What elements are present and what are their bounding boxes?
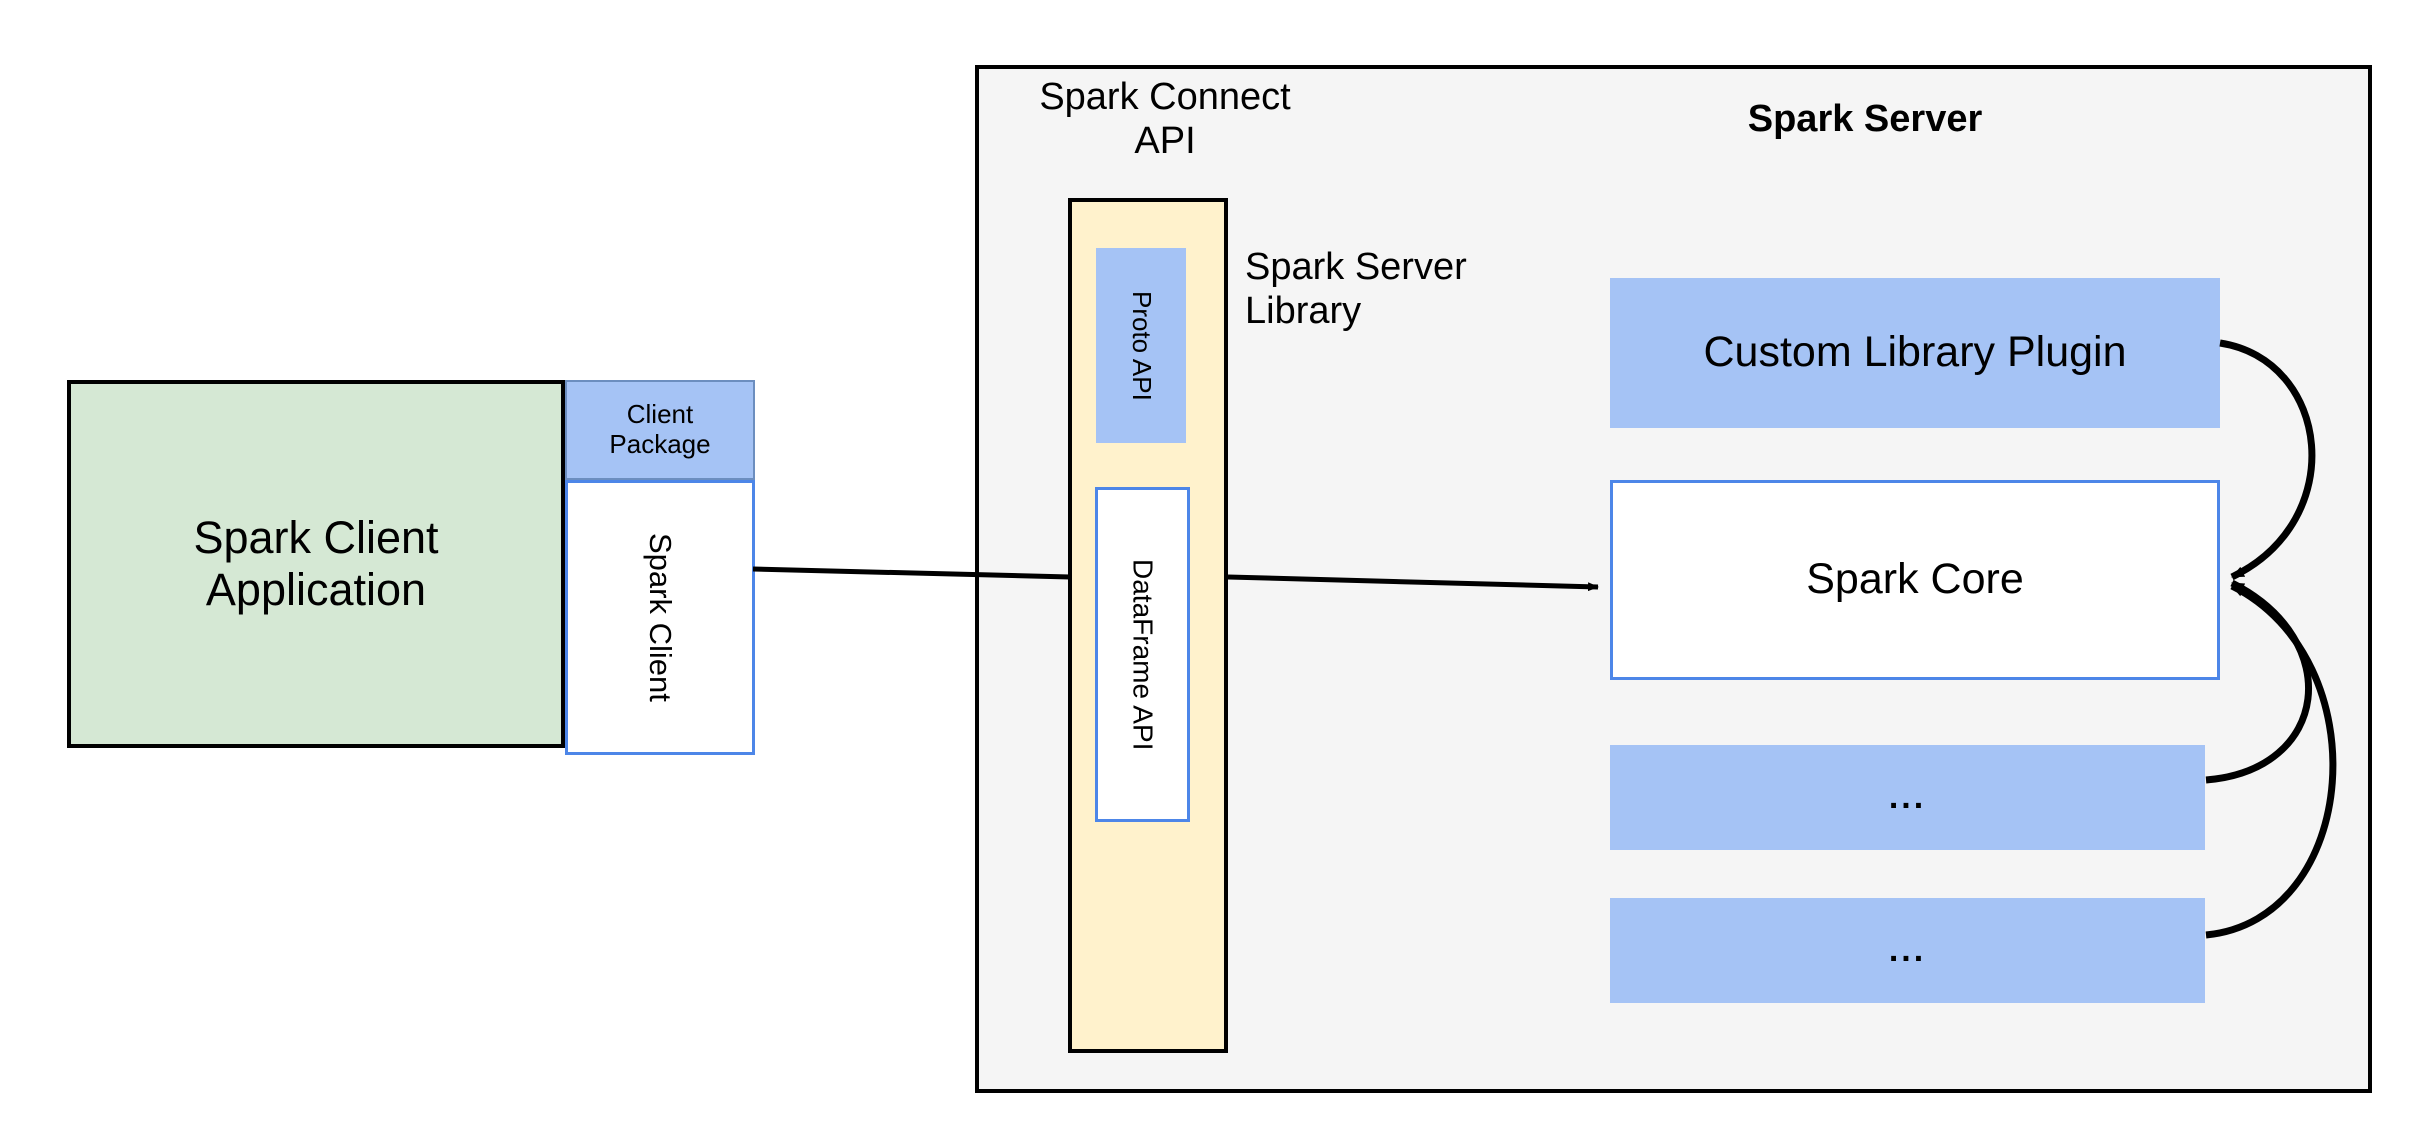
- spark-client-box[interactable]: Spark Client: [565, 480, 755, 755]
- spark-client-application-label-line-1: Spark Client: [193, 512, 439, 564]
- custom-library-plugin-box[interactable]: Custom Library Plugin: [1610, 278, 2220, 428]
- spark-server-library-label: Spark Server Library: [1245, 240, 1535, 340]
- spark-connect-api-label: Spark Connect API: [1020, 70, 1310, 170]
- proto-api-box[interactable]: Proto API: [1096, 248, 1186, 443]
- spark-client-application-box[interactable]: Spark Client Application: [67, 380, 565, 748]
- client-package-box[interactable]: Client Package: [565, 380, 755, 480]
- dataframe-api-box[interactable]: DataFrame API: [1095, 487, 1190, 822]
- proto-api-label: Proto API: [1126, 290, 1157, 401]
- spark-connect-api-label-line-1: Spark Connect: [1039, 76, 1291, 119]
- spark-client-label: Spark Client: [642, 533, 678, 702]
- ellipsis-box-2[interactable]: ...: [1610, 898, 2205, 1003]
- ellipsis-box-1[interactable]: ...: [1610, 745, 2205, 850]
- spark-connect-api-label-line-2: API: [1134, 120, 1196, 162]
- dataframe-api-label: DataFrame API: [1127, 558, 1159, 751]
- spark-client-application-label-line-2: Application: [205, 564, 427, 615]
- spark-server-library-label-line-1: Spark Server: [1245, 246, 1467, 289]
- spark-server-library-label-line-2: Library: [1245, 290, 1362, 332]
- spark-server-title: Spark Server: [1747, 98, 1983, 141]
- spark-core-box[interactable]: Spark Core: [1610, 480, 2220, 680]
- client-package-label-line-2: Package: [609, 429, 711, 459]
- client-package-label-line-1: Client: [626, 399, 694, 430]
